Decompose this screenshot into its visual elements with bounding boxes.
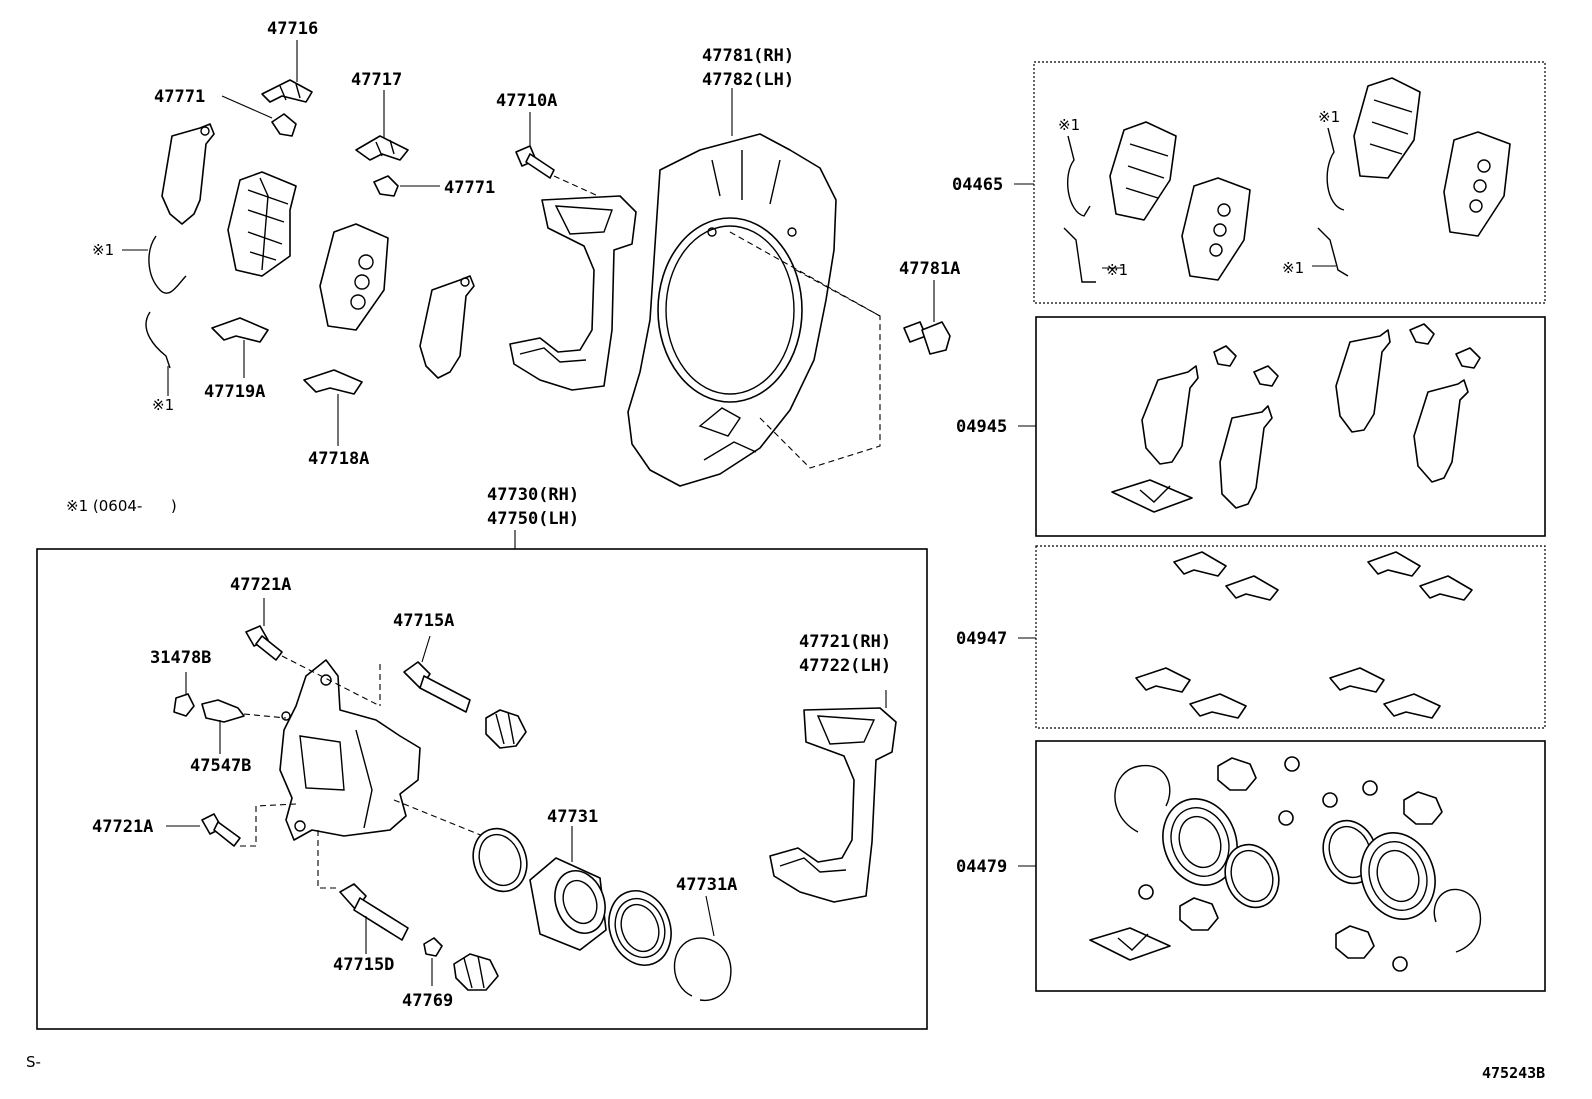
brake-pad-left [227, 171, 297, 277]
label-47750-lh: 47750(LH) [487, 509, 579, 529]
bolt-47721a-mid [201, 813, 241, 847]
label-kit-04945: 04945 [956, 417, 1007, 437]
label-47718a: 47718A [308, 449, 369, 469]
footnote-production-date: ※1 (0604- ) [66, 497, 177, 515]
pad-support-plate-47718a [303, 369, 363, 395]
label-47721a-top: 47721A [230, 575, 291, 595]
bolt-47781a [903, 321, 951, 355]
label-kit-shim-1d: ※1 [1282, 259, 1304, 277]
label-47715d: 47715D [333, 955, 394, 975]
label-47715a: 47715A [393, 611, 454, 631]
label-47721-rh: 47721(RH) [799, 632, 891, 652]
bleeder-cap-31478b [173, 693, 195, 717]
boot-set-ring-47731a [673, 937, 732, 1002]
kit-04465-parts [1063, 77, 1511, 283]
pad-wear-clip-47771-upper [271, 113, 297, 137]
caliper-cylinder-body [279, 659, 421, 841]
label-kit-04465: 04465 [952, 175, 1003, 195]
label-47719a: 47719A [204, 382, 265, 402]
wire-shim-lower [145, 311, 171, 369]
label-31478b: 31478B [150, 648, 211, 668]
label-47769: 47769 [402, 991, 453, 1011]
label-47716: 47716 [267, 19, 318, 39]
pad-support-clip-47716 [261, 79, 313, 103]
label-47730-rh: 47730(RH) [487, 485, 579, 505]
kit-box-04479 [1035, 740, 1546, 992]
label-47722-lh: 47722(LH) [799, 656, 891, 676]
label-shim-1-upper: ※1 [92, 241, 114, 259]
piston-boot [608, 890, 672, 966]
kit-04945-parts [1111, 323, 1481, 513]
label-47731a: 47731A [676, 875, 737, 895]
pad-wear-clip-47771-lower [373, 175, 399, 197]
label-47721a-mid: 47721A [92, 817, 153, 837]
brake-pad-holes [319, 223, 389, 331]
label-47547b: 47547B [190, 756, 251, 776]
caliper-assembly-frame [36, 548, 928, 1030]
guide-pin-47715a [403, 661, 471, 713]
bleeder-plug-47547b [201, 699, 245, 723]
label-47781-rh: 47781(RH) [702, 46, 794, 66]
kit-04947-parts [1135, 551, 1473, 719]
pad-backing-plate-right [419, 275, 475, 379]
label-shim-1-lower: ※1 [152, 396, 174, 414]
caliper-support-bracket [769, 707, 897, 903]
corner-marker: S- [26, 1053, 41, 1071]
label-47782-lh: 47782(LH) [702, 70, 794, 90]
label-kit-shim-1a: ※1 [1058, 116, 1080, 134]
diagram-id: 475243B [1482, 1064, 1545, 1082]
bolt-47710a [515, 145, 555, 179]
wire-shim-upper [148, 235, 187, 294]
pin-boot-lower [453, 953, 499, 991]
label-47717: 47717 [351, 70, 402, 90]
disc-dust-shield [627, 133, 837, 487]
caliper-piston-47731 [529, 857, 607, 951]
label-47781a: 47781A [899, 259, 960, 279]
label-kit-shim-1c: ※1 [1318, 108, 1340, 126]
caliper-mounting-bracket [509, 195, 637, 391]
label-kit-04947: 04947 [956, 629, 1007, 649]
label-47710a: 47710A [496, 91, 557, 111]
kit-box-04947 [1035, 545, 1546, 729]
guide-pin-47715d [339, 883, 409, 941]
kit-04479-parts [1089, 756, 1482, 972]
pin-boot-upper [485, 709, 527, 749]
label-kit-04479: 04479 [956, 857, 1007, 877]
piston-seal-ring [472, 827, 528, 893]
bushing-47769 [423, 937, 443, 957]
pad-support-clip-47717 [355, 135, 409, 161]
pad-backing-plate-left [161, 123, 215, 225]
label-47771-lower: 47771 [444, 178, 495, 198]
label-47731: 47731 [547, 807, 598, 827]
bolt-47721a-top [245, 625, 283, 661]
label-kit-shim-1b: ※1 [1106, 261, 1128, 279]
pad-support-plate-47719a [211, 317, 269, 343]
label-47771-upper: 47771 [154, 87, 205, 107]
